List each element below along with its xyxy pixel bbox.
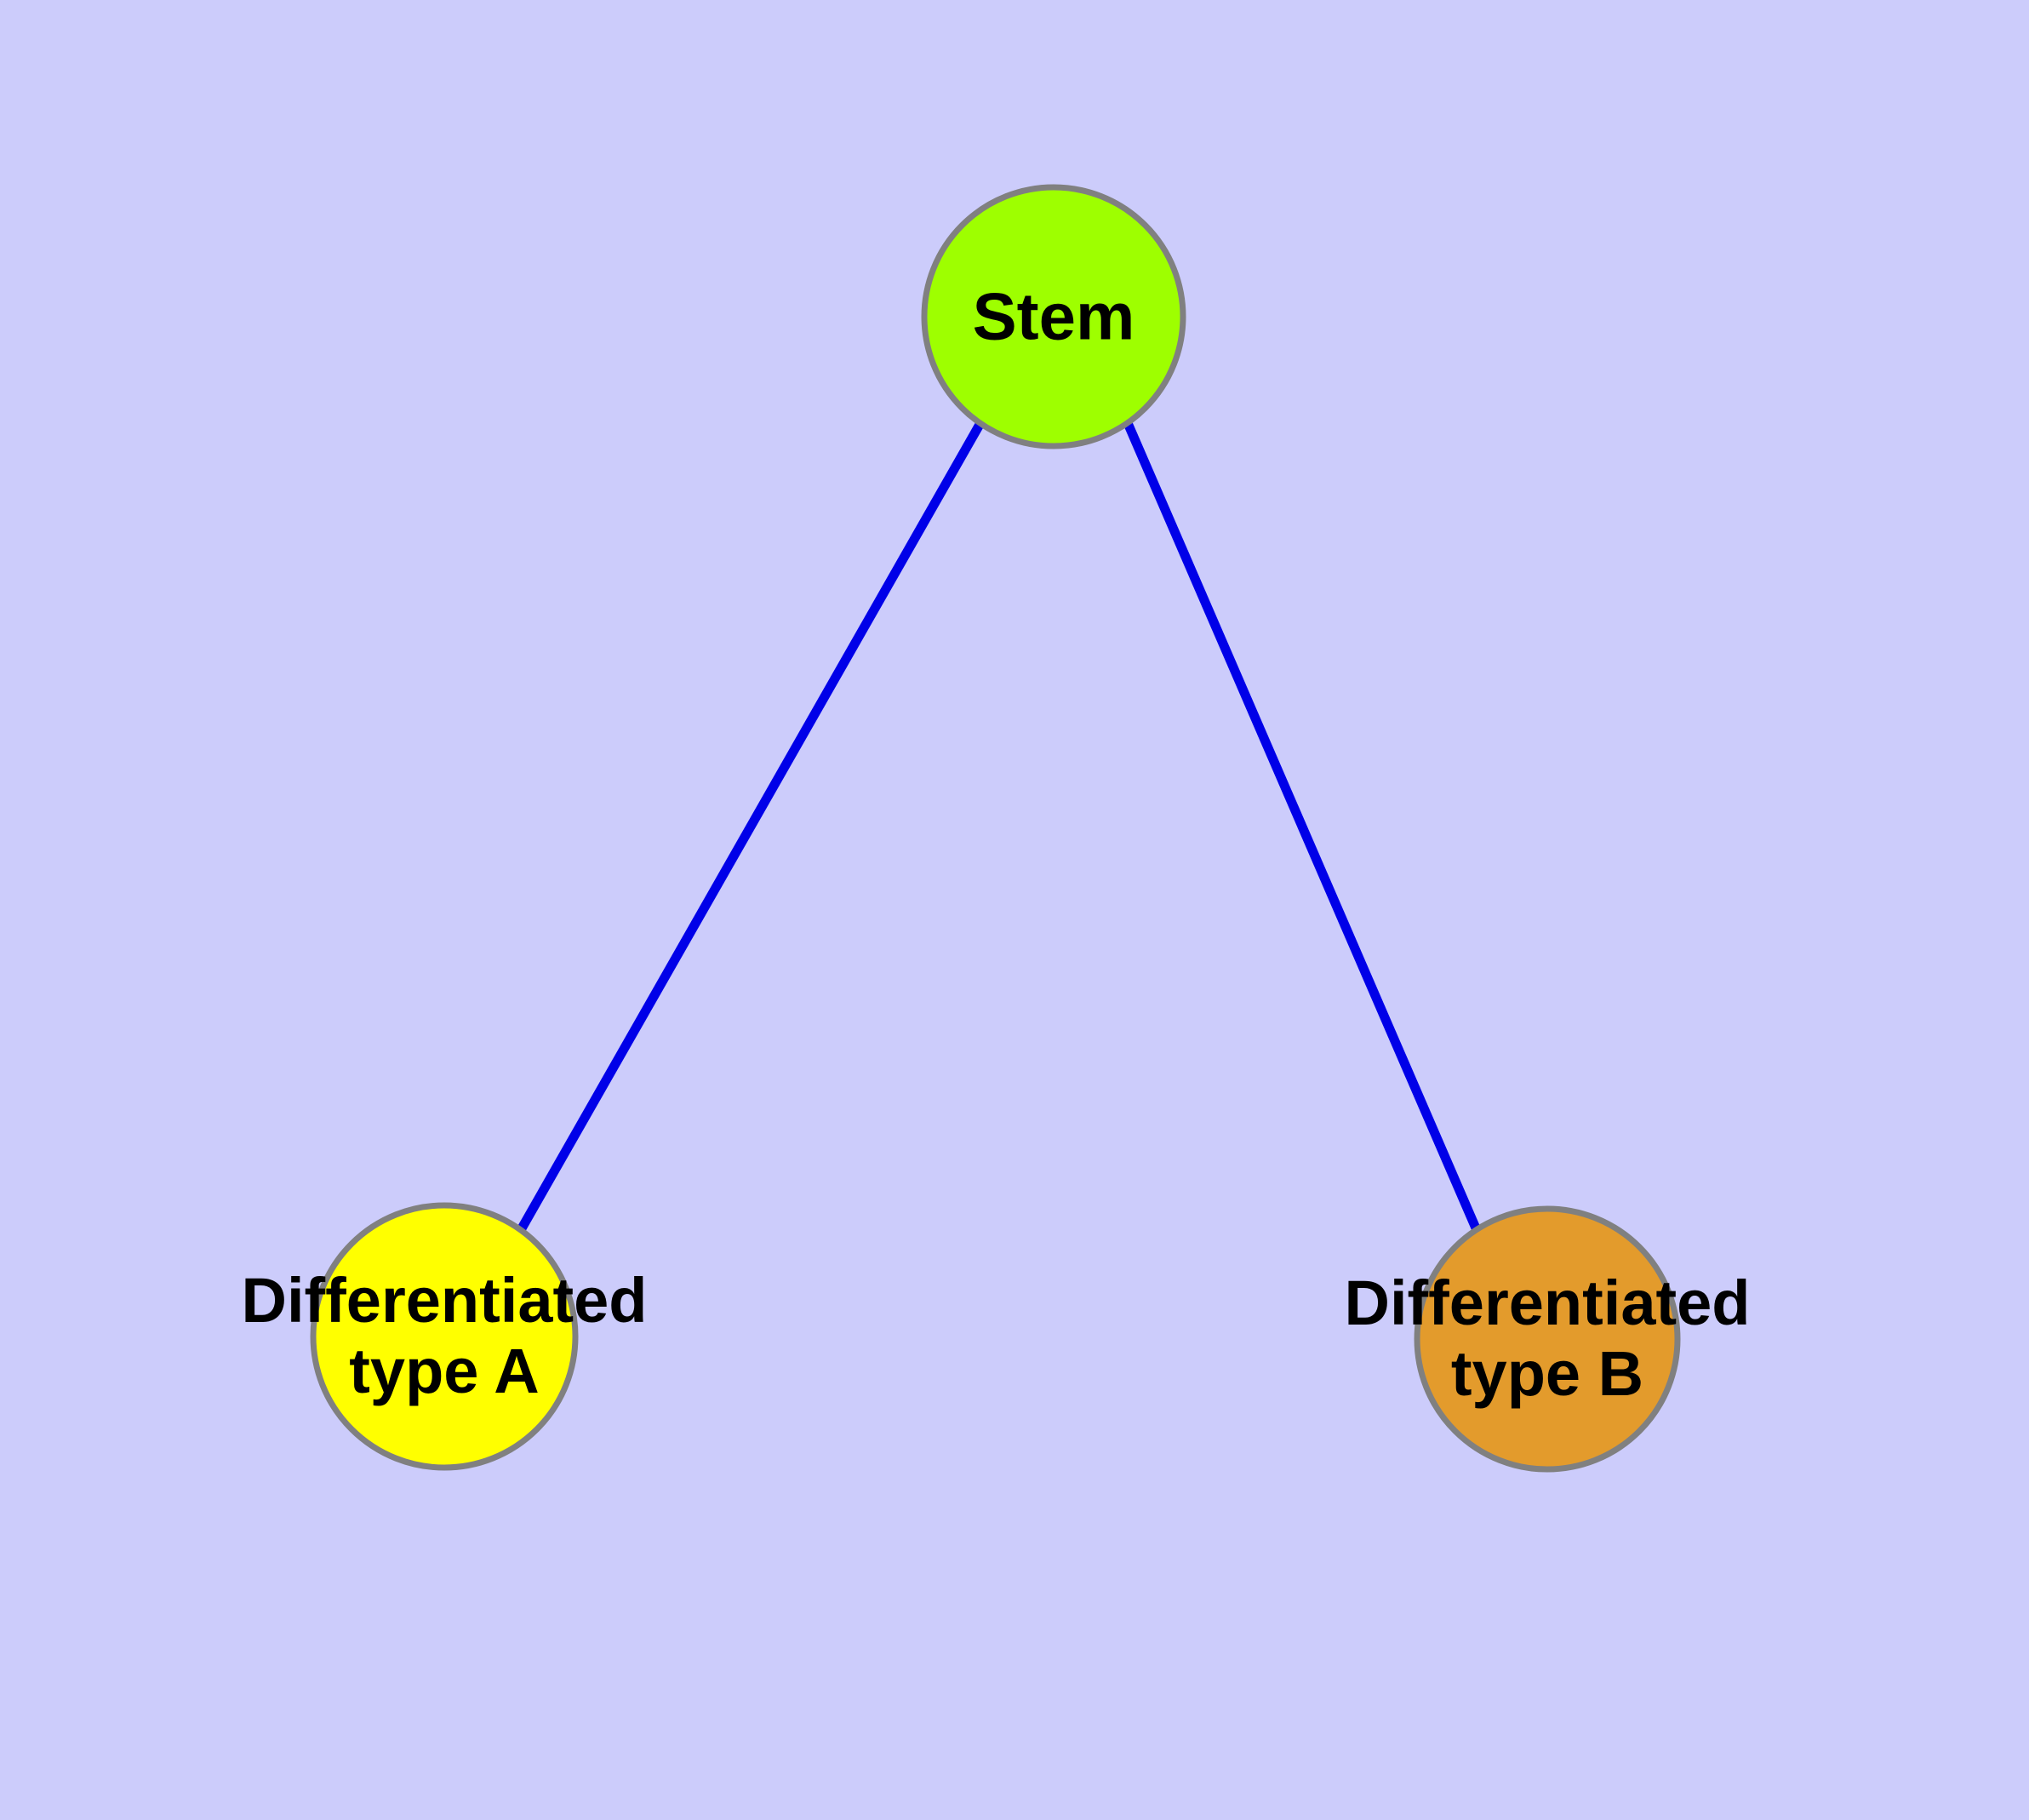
edge-stem-to-diff-a[interactable]: [517, 421, 985, 1231]
node-layer: [310, 184, 1681, 1473]
node-diff-b[interactable]: [1414, 1205, 1681, 1473]
node-diff-a[interactable]: [310, 1202, 579, 1471]
edge-layer: [517, 421, 1482, 1233]
edge-stem-to-diff-b[interactable]: [1123, 421, 1482, 1233]
node-stem[interactable]: [921, 184, 1186, 449]
